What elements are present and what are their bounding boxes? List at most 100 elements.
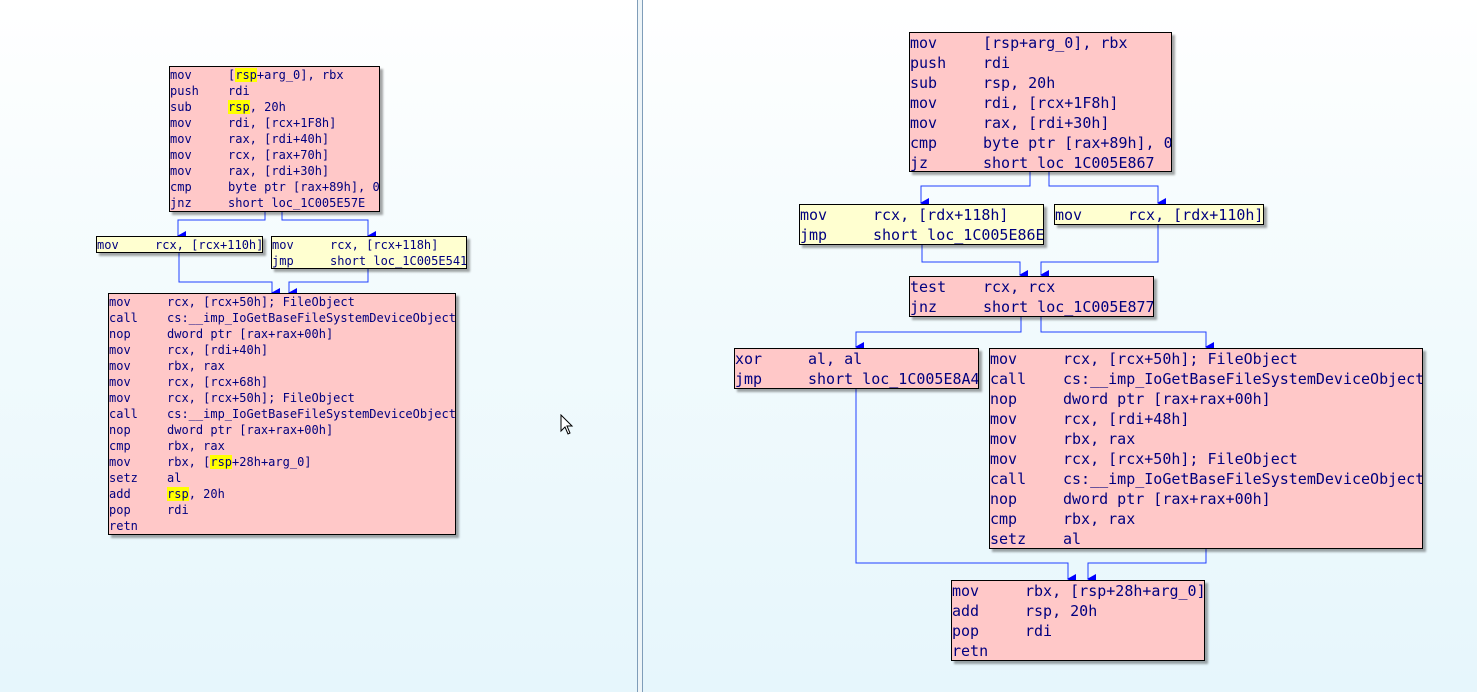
asm-operands[interactable]: rbx, rax — [167, 358, 225, 374]
asm-line[interactable]: jmp short loc_1C005E541 — [272, 253, 466, 268]
asm-operands[interactable]: rdi — [228, 83, 250, 99]
asm-operands[interactable]: short loc_1C005E541 — [330, 253, 466, 268]
code-block-r3[interactable]: mov rcx, [rdx+110h] — [1054, 204, 1264, 225]
asm-operands[interactable]: rcx, [rcx+50h]; FileObject — [1063, 349, 1298, 369]
asm-operands[interactable]: rcx, [rdi+48h] — [1063, 409, 1189, 429]
asm-mnemonic[interactable]: mov — [170, 68, 192, 82]
asm-mnemonic[interactable]: cmp — [910, 134, 938, 152]
asm-operands[interactable]: short loc_1C005E877 — [983, 297, 1153, 316]
asm-operands[interactable]: rbx, rax — [167, 438, 225, 454]
asm-line[interactable]: setz al — [109, 470, 455, 486]
asm-mnemonic[interactable]: mov — [910, 114, 938, 132]
asm-operands[interactable]: cs:__imp_IoGetBaseFileSystemDeviceObject — [167, 406, 455, 422]
asm-line[interactable]: retn — [109, 518, 455, 534]
asm-mnemonic[interactable]: mov — [170, 132, 192, 146]
asm-mnemonic[interactable]: setz — [109, 471, 138, 485]
asm-mnemonic[interactable]: setz — [990, 530, 1027, 548]
asm-operands[interactable]: rax, [rdi+40h] — [228, 131, 329, 147]
asm-operands[interactable]: rdi — [167, 502, 189, 518]
asm-line[interactable]: push rdi — [910, 53, 1171, 73]
asm-operands[interactable]: cs:__imp_IoGetBaseFileSystemDeviceObject — [167, 310, 455, 326]
asm-operands[interactable]: rdi, [rcx+1F8h] — [228, 115, 336, 131]
asm-operands[interactable]: cs:__imp_IoGetBaseFileSystemDeviceObject — [1063, 369, 1422, 389]
asm-mnemonic[interactable]: nop — [109, 327, 131, 341]
asm-operands[interactable]: rcx, [rdx+110h] — [1128, 205, 1263, 224]
asm-mnemonic[interactable]: jmp — [800, 226, 828, 244]
pane-splitter[interactable] — [637, 0, 643, 692]
asm-mnemonic[interactable]: mov — [990, 430, 1018, 448]
asm-operands[interactable]: rbx, [rsp+28h+arg_0] — [1025, 581, 1204, 601]
asm-operands[interactable]: byte ptr [rax+89h], 0 — [983, 133, 1171, 153]
asm-mnemonic[interactable]: mov — [109, 375, 131, 389]
asm-mnemonic[interactable]: cmp — [109, 439, 131, 453]
asm-line[interactable]: xor al, al — [735, 349, 978, 369]
asm-line[interactable]: mov rbx, rax — [990, 429, 1422, 449]
asm-mnemonic[interactable]: sub — [170, 100, 192, 114]
asm-operands[interactable]: rdi — [983, 53, 1010, 73]
asm-operands[interactable]: rsp, 20h — [228, 99, 286, 115]
asm-operands[interactable]: al, al — [808, 349, 862, 369]
asm-mnemonic[interactable]: push — [910, 54, 947, 72]
asm-operands[interactable]: rcx, [rcx+68h] — [167, 374, 268, 390]
asm-operands[interactable]: short loc_1C005E86E — [873, 225, 1043, 244]
asm-operands[interactable]: rbx, rax — [1063, 429, 1135, 449]
asm-mnemonic[interactable]: pop — [952, 622, 980, 640]
asm-operands[interactable]: short loc_1C005E57E — [228, 195, 365, 211]
asm-operands[interactable]: rcx, [rax+70h] — [228, 147, 329, 163]
asm-line[interactable]: mov rbx, [rsp+28h+arg_0] — [109, 454, 455, 470]
asm-line[interactable]: sub rsp, 20h — [170, 99, 379, 115]
asm-mnemonic[interactable]: nop — [990, 390, 1018, 408]
asm-operands[interactable]: rsp, 20h — [167, 486, 225, 502]
asm-operands[interactable]: al — [167, 470, 181, 486]
asm-mnemonic[interactable]: add — [952, 602, 980, 620]
asm-mnemonic[interactable]: mov — [1055, 206, 1083, 224]
asm-operands[interactable]: rcx, [rdx+118h] — [873, 205, 1008, 225]
asm-line[interactable]: mov rax, [rdi+40h] — [170, 131, 379, 147]
asm-mnemonic[interactable]: mov — [910, 94, 938, 112]
asm-operands[interactable]: rcx, [rcx+50h]; FileObject — [1063, 449, 1298, 469]
asm-mnemonic[interactable]: jmp — [272, 254, 294, 268]
asm-operands[interactable]: dword ptr [rax+rax+00h] — [1063, 489, 1271, 509]
asm-operands[interactable]: [rsp+arg_0], rbx — [228, 67, 344, 83]
asm-operands[interactable]: short loc_1C005E867 — [983, 153, 1155, 171]
asm-line[interactable]: jnz short loc_1C005E57E — [170, 195, 379, 211]
asm-operands[interactable]: rbx, [rsp+28h+arg_0] — [167, 454, 312, 470]
asm-line[interactable]: cmp byte ptr [rax+89h], 0 — [910, 133, 1171, 153]
asm-operands[interactable]: rax, [rdi+30h] — [228, 163, 329, 179]
asm-mnemonic[interactable]: jnz — [170, 196, 192, 210]
asm-line[interactable]: jmp short loc_1C005E86E — [800, 225, 1043, 244]
asm-operands[interactable]: rcx, [rcx+50h]; FileObject — [167, 390, 355, 406]
asm-line[interactable]: mov rcx, [rcx+68h] — [109, 374, 455, 390]
asm-mnemonic[interactable]: xor — [735, 350, 763, 368]
asm-operands[interactable]: rcx, [rcx+50h]; FileObject — [167, 294, 355, 310]
asm-operands[interactable]: rcx, [rdi+40h] — [167, 342, 268, 358]
asm-mnemonic[interactable]: mov — [109, 455, 131, 469]
